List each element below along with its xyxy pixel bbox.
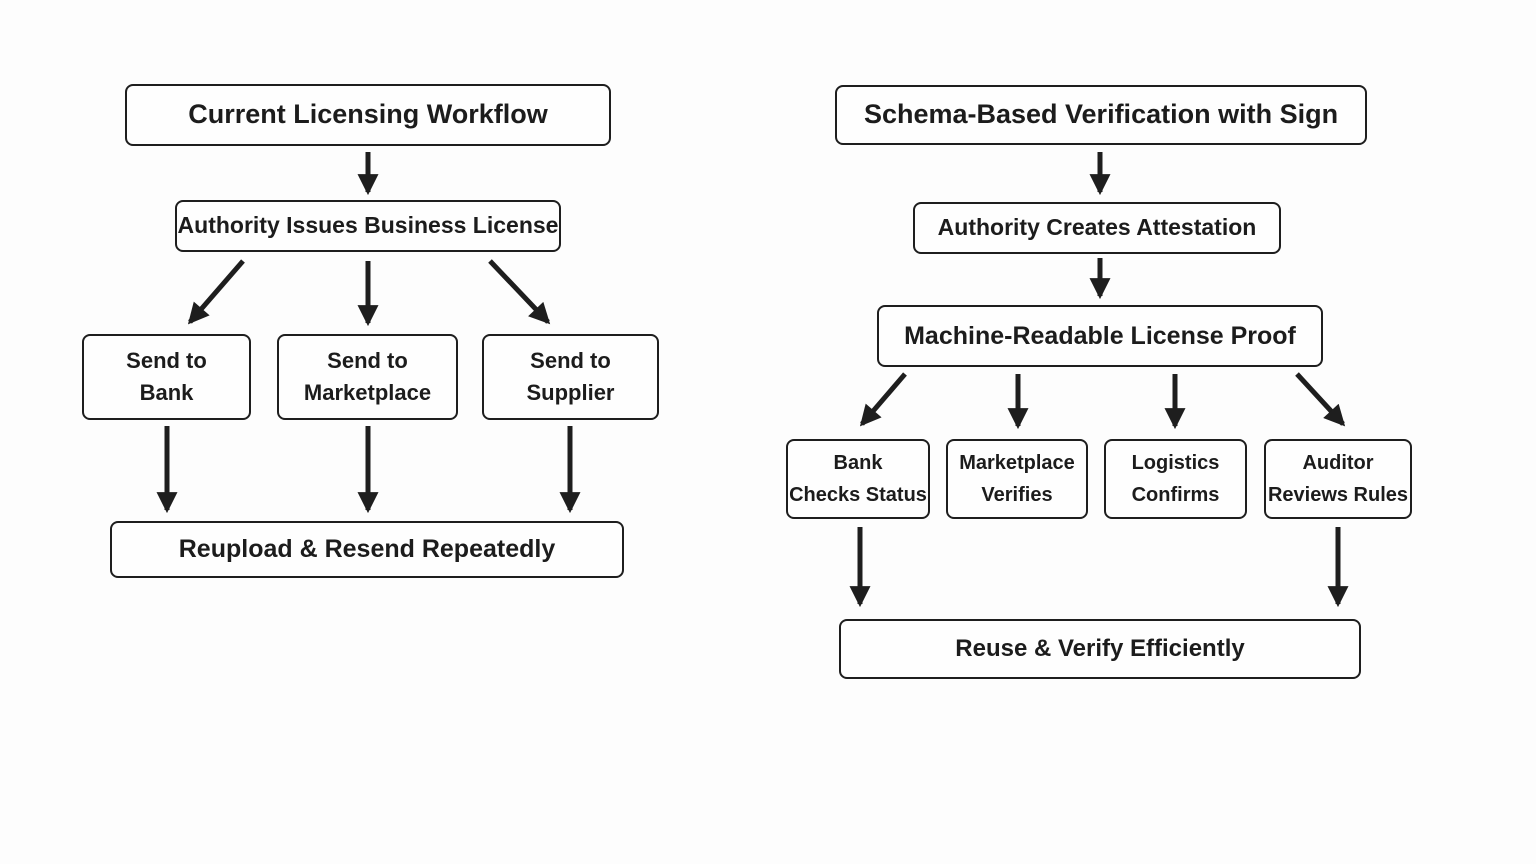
authority-creates-attestation-label: Authority Creates Attestation [937, 214, 1257, 241]
auditor-reviews-rules-line2: Reviews Rules [1267, 484, 1409, 506]
bank-checks-status-box: Bank Checks Status [786, 439, 930, 519]
arrow-proof-to-bank [859, 372, 907, 427]
left-flow-title-box: Current Licensing Workflow [125, 84, 611, 146]
send-to-marketplace-line1: Send to [327, 348, 408, 374]
bank-checks-status-line2: Checks Status [789, 484, 927, 506]
send-to-supplier-box: Send to Supplier [482, 334, 659, 420]
authority-issues-license-label: Authority Issues Business License [177, 212, 559, 239]
arrow-issue-to-supplier [488, 259, 551, 325]
send-to-marketplace-line2: Marketplace [303, 380, 432, 405]
send-to-bank-line1: Send to [126, 348, 207, 374]
send-to-bank-box: Send to Bank [82, 334, 251, 420]
marketplace-verifies-line1: Marketplace [959, 452, 1075, 474]
reupload-resend-box: Reupload & Resend Repeatedly [110, 521, 624, 578]
arrow-proof-to-auditor [1295, 372, 1346, 427]
authority-issues-license-box: Authority Issues Business License [175, 200, 561, 252]
right-flow-title-label: Schema-Based Verification with Sign [863, 99, 1339, 130]
authority-creates-attestation-box: Authority Creates Attestation [913, 202, 1281, 254]
arrow-issue-to-bank [187, 259, 245, 325]
logistics-confirms-box: Logistics Confirms [1104, 439, 1247, 519]
auditor-reviews-rules-box: Auditor Reviews Rules [1264, 439, 1412, 519]
bank-checks-status-line1: Bank [833, 452, 883, 474]
machine-readable-proof-label: Machine-Readable License Proof [904, 321, 1296, 350]
reupload-resend-label: Reupload & Resend Repeatedly [178, 535, 556, 564]
logistics-confirms-line2: Confirms [1131, 484, 1220, 506]
logistics-confirms-line1: Logistics [1131, 452, 1220, 474]
send-to-marketplace-box: Send to Marketplace [277, 334, 458, 420]
machine-readable-proof-box: Machine-Readable License Proof [877, 305, 1323, 367]
send-to-supplier-line2: Supplier [526, 380, 615, 405]
reuse-verify-box: Reuse & Verify Efficiently [839, 619, 1361, 679]
marketplace-verifies-line2: Verifies [981, 484, 1053, 506]
send-to-supplier-line1: Send to [530, 348, 611, 374]
left-flow-title-label: Current Licensing Workflow [188, 99, 548, 130]
marketplace-verifies-box: Marketplace Verifies [946, 439, 1088, 519]
reuse-verify-label: Reuse & Verify Efficiently [955, 634, 1245, 662]
right-flow-title-box: Schema-Based Verification with Sign [835, 85, 1367, 145]
auditor-reviews-rules-line1: Auditor [1302, 452, 1374, 474]
send-to-bank-line2: Bank [139, 380, 194, 405]
